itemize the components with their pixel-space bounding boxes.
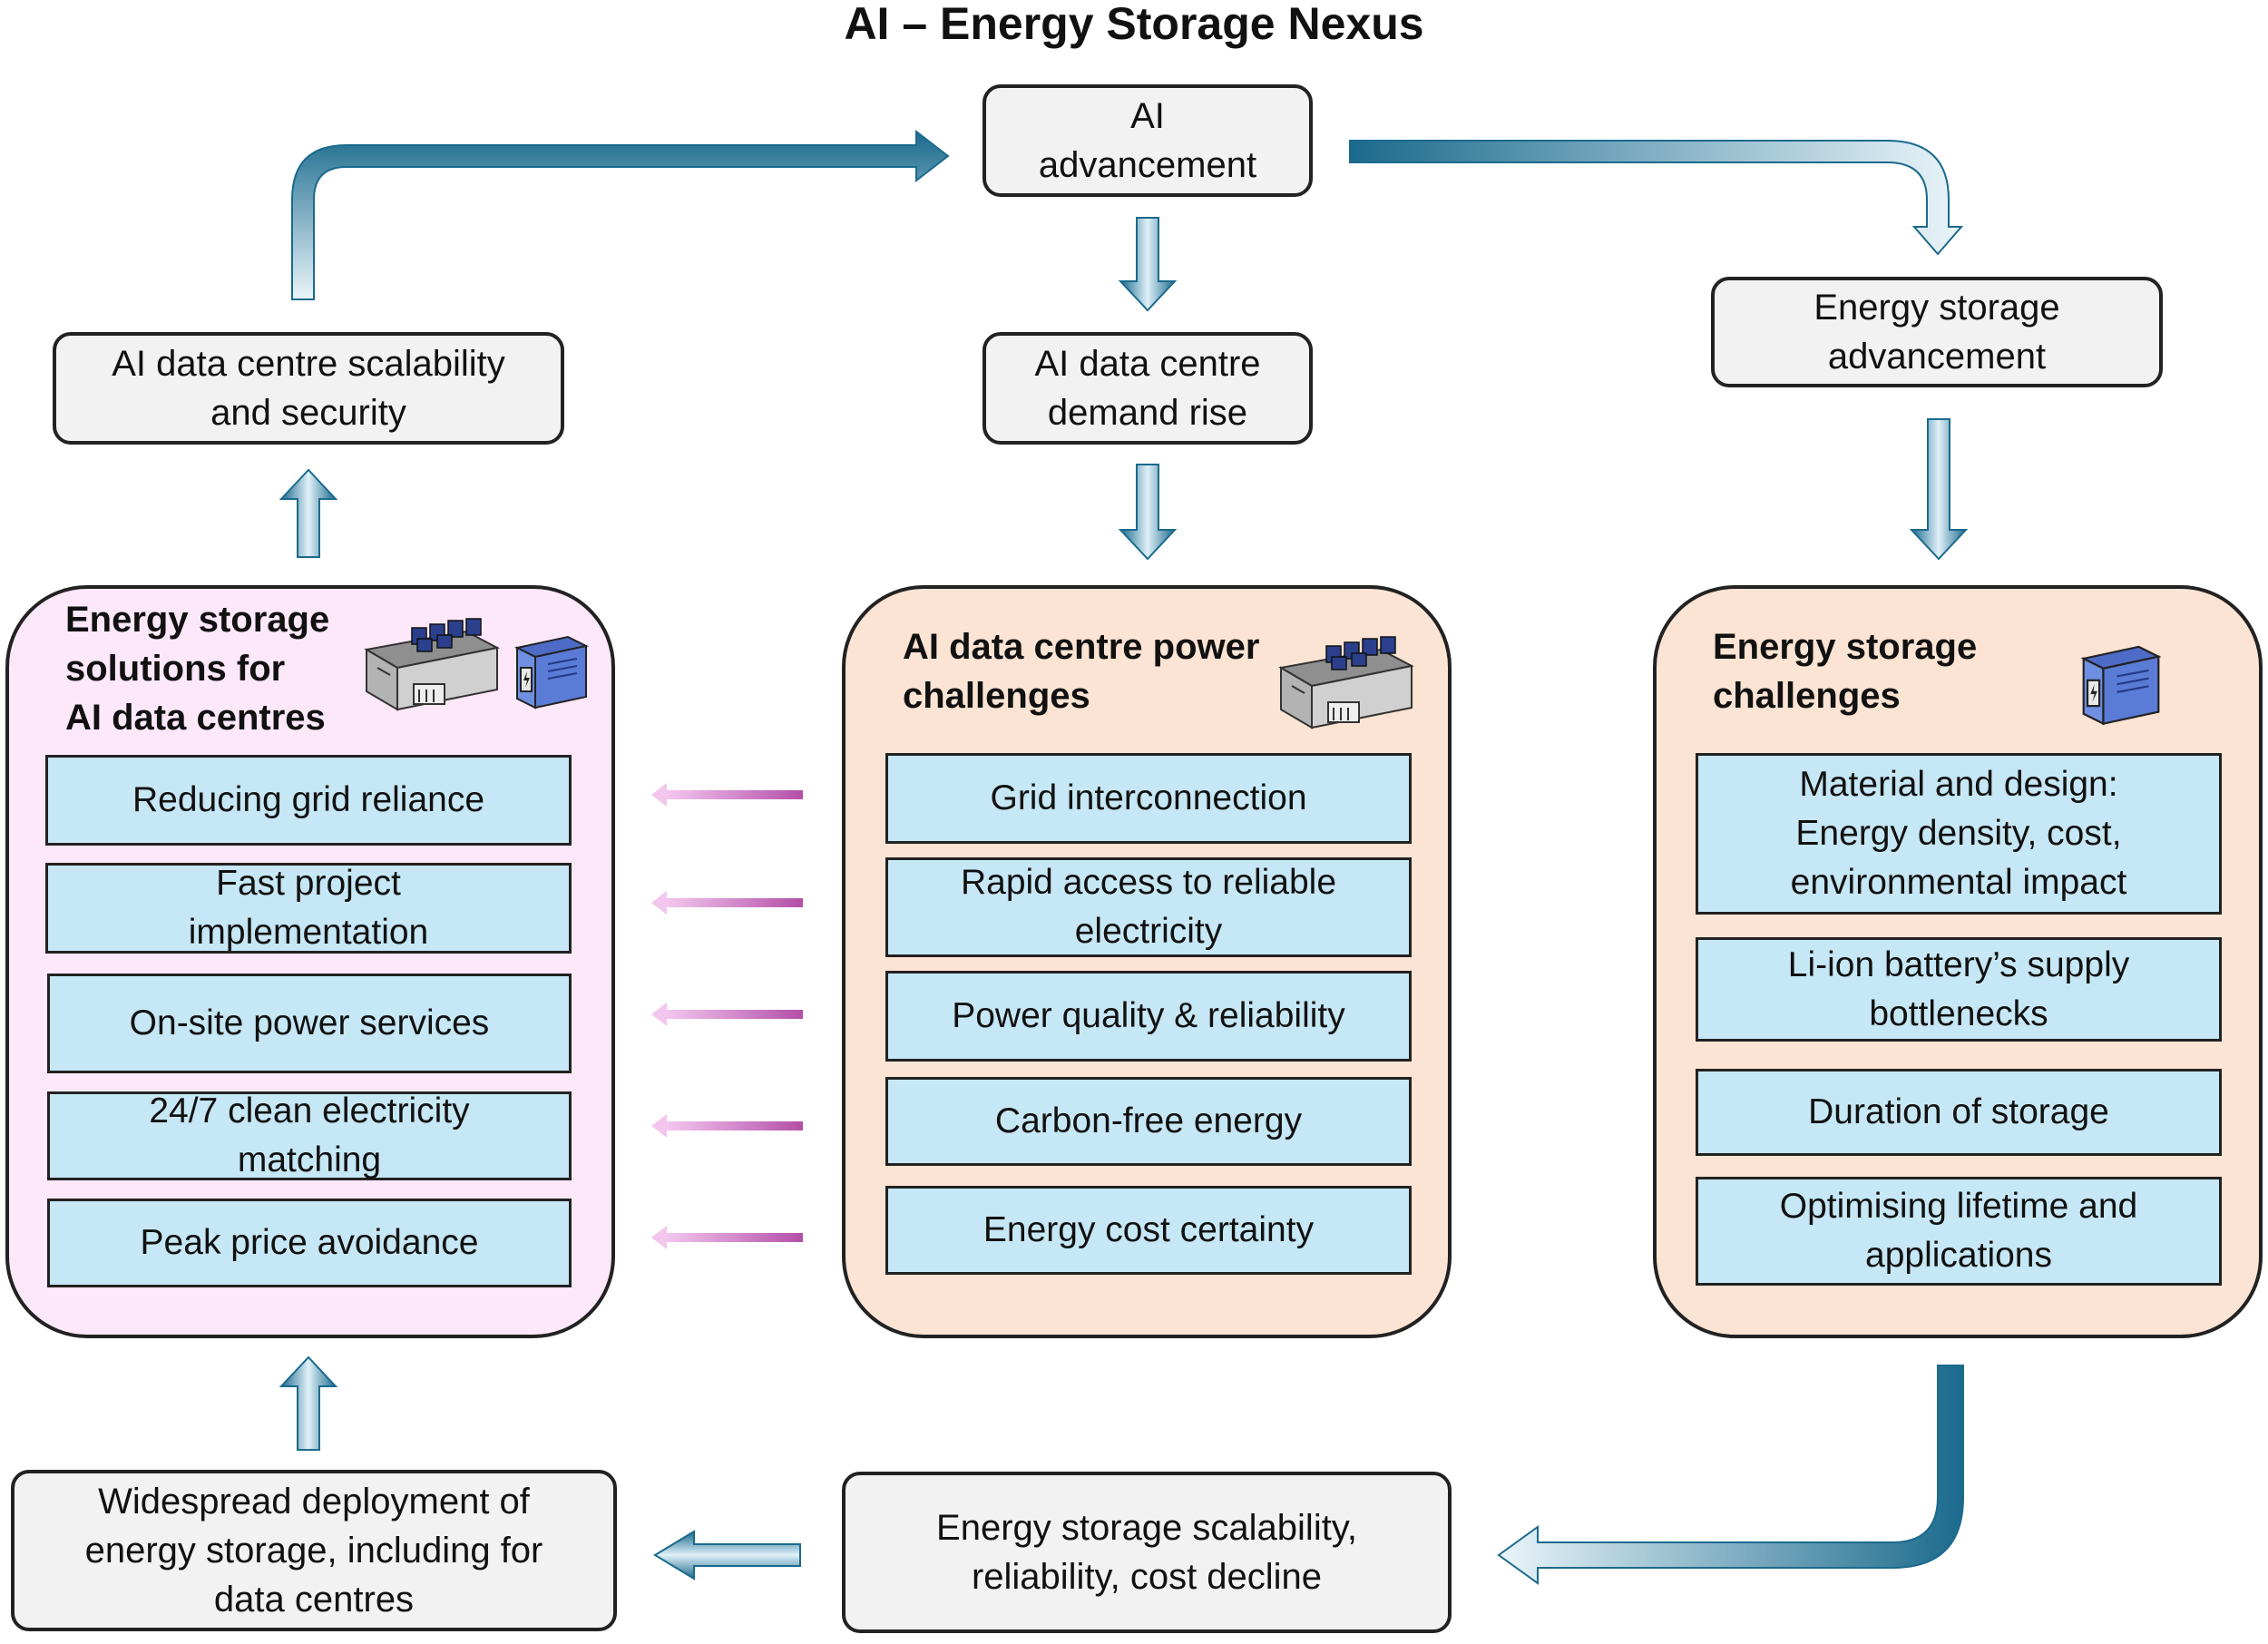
- arrow-ai-to-demand: [1118, 217, 1178, 312]
- power-challenge-item: Energy cost certainty: [885, 1186, 1412, 1275]
- storage-challenge-item: Material and design: Energy density, cos…: [1696, 753, 2222, 915]
- curved-arrow-to-storage-advancement: [1349, 140, 1964, 256]
- data-centre-icon: [364, 618, 500, 711]
- power-challenge-item-label: Power quality & reliability: [952, 996, 1345, 1035]
- solution-item: 24/7 clean electricity matching: [47, 1091, 572, 1180]
- power-challenge-item-label: Carbon-free energy: [994, 1101, 1303, 1140]
- storage-challenge-item-label: Li-ion battery’s supply bottlenecks: [1787, 944, 2130, 1033]
- arrow-deployment-to-solutions: [279, 1355, 338, 1451]
- pink-arrow-3: [651, 1003, 803, 1026]
- arrow-storage-adv-to-challenges: [1909, 418, 1969, 561]
- battery-icon: [514, 635, 589, 709]
- solution-item-label: On-site power services: [129, 1003, 490, 1042]
- storage-challenge-item-label: Optimising lifetime and applications: [1779, 1187, 2138, 1275]
- node-widespread-deployment: Widespread deployment of energy storage,…: [11, 1470, 617, 1631]
- pink-arrow-1: [651, 783, 803, 807]
- node-energy-storage-advancement: Energy storage advancement: [1711, 277, 2163, 387]
- curved-arrow-to-ai-advancement: [291, 129, 950, 300]
- power-challenge-item: Grid interconnection: [885, 753, 1412, 844]
- node-widespread-deployment-label: Widespread deployment of energy storage,…: [84, 1482, 543, 1620]
- node-storage-scalability: Energy storage scalability, reliability,…: [842, 1472, 1452, 1633]
- storage-challenge-item-label: Duration of storage: [1808, 1092, 2109, 1131]
- storage-challenge-item: Duration of storage: [1696, 1069, 2222, 1156]
- solution-item-label: 24/7 clean electricity matching: [149, 1091, 470, 1179]
- panel-storage-solutions-title: Energy storage solutions for AI data cen…: [65, 600, 330, 738]
- pink-arrow-4: [651, 1114, 803, 1138]
- solution-item: Reducing grid reliance: [45, 755, 572, 846]
- power-challenge-item: Carbon-free energy: [885, 1077, 1412, 1166]
- power-challenge-item: Power quality & reliability: [885, 971, 1412, 1062]
- curved-arrow-to-storage-scalability: [1497, 1365, 1964, 1585]
- arrow-demand-to-challenges: [1118, 464, 1178, 561]
- power-challenge-item-label: Grid interconnection: [990, 778, 1307, 817]
- power-challenge-item: Rapid access to reliable electricity: [885, 857, 1412, 957]
- solution-item-label: Fast project implementation: [188, 864, 429, 952]
- node-demand-rise-label: AI data centre demand rise: [1034, 344, 1261, 433]
- node-scalability-security-label: AI data centre scalability and security: [112, 344, 505, 433]
- battery-icon: [2080, 645, 2162, 726]
- panel-storage-challenges-title: Energy storage challenges: [1713, 627, 1978, 716]
- node-storage-scalability-label: Energy storage scalability, reliability,…: [936, 1508, 1357, 1597]
- arrow-solutions-to-scalability: [279, 468, 338, 558]
- power-challenge-item-label: Energy cost certainty: [982, 1210, 1315, 1249]
- solution-item: Peak price avoidance: [47, 1199, 572, 1287]
- node-ai-advancement: AI advancement: [982, 84, 1313, 197]
- storage-challenge-item: Optimising lifetime and applications: [1696, 1177, 2222, 1286]
- node-scalability-security: AI data centre scalability and security: [53, 332, 564, 445]
- panel-power-challenges-title: AI data centre power challenges: [903, 627, 1260, 716]
- pink-arrow-5: [651, 1226, 803, 1249]
- node-demand-rise: AI data centre demand rise: [982, 332, 1313, 445]
- solution-item: On-site power services: [47, 974, 572, 1073]
- diagram-title: AI – Energy Storage Nexus: [844, 0, 1424, 49]
- solution-item-label: Peak price avoidance: [140, 1223, 479, 1262]
- storage-challenge-item: Li-ion battery’s supply bottlenecks: [1696, 937, 2222, 1042]
- node-energy-storage-advancement-label: Energy storage advancement: [1813, 288, 2060, 377]
- storage-challenge-item-label: Material and design: Energy density, cos…: [1790, 765, 2127, 902]
- arrow-scalability-to-deployment: [653, 1530, 801, 1580]
- node-ai-advancement-label: AI advancement: [1038, 96, 1257, 185]
- power-challenge-item-label: Rapid access to reliable electricity: [960, 863, 1337, 951]
- solution-item-label: Reducing grid reliance: [132, 780, 485, 819]
- pink-arrow-2: [651, 891, 803, 915]
- solution-item: Fast project implementation: [45, 863, 572, 954]
- data-centre-icon: [1278, 636, 1414, 729]
